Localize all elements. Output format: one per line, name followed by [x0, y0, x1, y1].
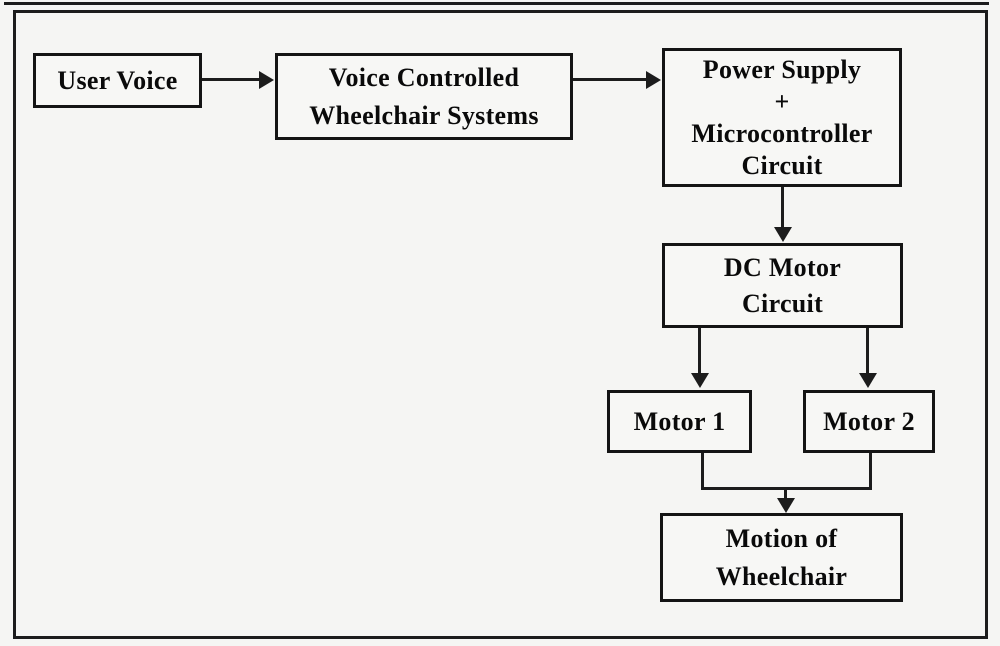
- node-label-line: Microcontroller: [691, 118, 873, 148]
- node-power-supply-microcontroller-circuit: Power Supply + Microcontroller Circuit: [662, 48, 902, 187]
- arrowhead-down-icon: [773, 227, 792, 242]
- node-label: Motor 2: [823, 406, 915, 436]
- node-label-line: Wheelchair: [715, 561, 848, 591]
- connector-line: [869, 453, 872, 490]
- node-label: Motor 1: [633, 406, 726, 436]
- arrowhead-right-icon: [646, 70, 661, 89]
- node-voice-controlled-wheelchair-systems: Voice Controlled Wheelchair Systems: [275, 53, 573, 140]
- arrow-shaft: [781, 187, 784, 229]
- node-label-line: Wheelchair Systems: [309, 100, 539, 130]
- node-label-line: DC Motor: [723, 252, 842, 282]
- node-label-line: Circuit: [741, 288, 824, 318]
- arrowhead-right-icon: [259, 70, 274, 89]
- arrow-shaft: [202, 78, 262, 81]
- node-label-line: Motion of: [725, 523, 838, 553]
- arrow-shaft: [866, 328, 869, 375]
- node-label: User Voice: [57, 65, 178, 95]
- node-user-voice: User Voice: [33, 53, 202, 108]
- arrowhead-down-icon: [858, 373, 877, 388]
- diagram-border: [13, 10, 988, 639]
- node-label-line: Power Supply: [702, 54, 862, 84]
- scan-artifact-line: [4, 2, 989, 5]
- arrow-shaft: [698, 328, 701, 375]
- node-motor-1: Motor 1: [607, 390, 752, 453]
- node-motion-of-wheelchair: Motion of Wheelchair: [660, 513, 903, 602]
- connector-line: [701, 453, 704, 490]
- arrowhead-down-icon: [690, 373, 709, 388]
- node-label-line: Circuit: [741, 150, 823, 180]
- arrow-shaft: [784, 489, 787, 500]
- connector-line: [701, 487, 872, 490]
- arrowhead-down-icon: [776, 498, 795, 513]
- arrow-shaft: [573, 78, 648, 81]
- node-dc-motor-circuit: DC Motor Circuit: [662, 243, 903, 328]
- node-label-line: +: [774, 86, 790, 116]
- node-motor-2: Motor 2: [803, 390, 935, 453]
- node-label-line: Voice Controlled: [328, 62, 520, 92]
